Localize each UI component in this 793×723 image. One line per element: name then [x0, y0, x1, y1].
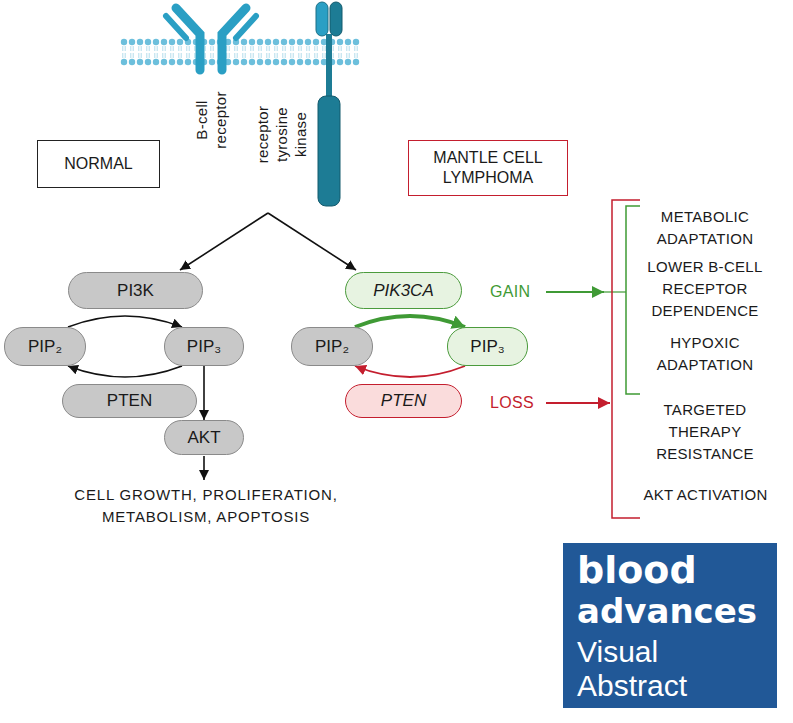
loss-arrow: [546, 402, 610, 404]
gene-node: PTEN: [345, 384, 462, 418]
green-bracket: [626, 206, 640, 394]
node-text: PIK3CA: [373, 281, 433, 301]
gain-label: GAIN: [490, 281, 544, 303]
node-text: PIP₂: [28, 337, 62, 357]
group-label-box: MANTLE CELL LYMPHOMA: [408, 140, 568, 196]
lipid-node: PIP₂: [4, 327, 86, 366]
pathway-split-arrow: [180, 213, 356, 270]
effect-label: LOWER B-CELL RECEPTOR DEPENDENCE: [640, 256, 770, 322]
cell-membrane: [121, 39, 359, 65]
b-cell-receptor: [166, 8, 256, 70]
reaction-arrow: [355, 366, 465, 377]
gain-arrow: [546, 292, 626, 293]
reaction-arrow: [355, 316, 465, 327]
node-text: PTEN: [107, 391, 152, 411]
lipid-node: PIP₂: [291, 327, 373, 366]
logo-text: Visual Abstract: [577, 635, 747, 703]
outcome-label: CELL GROWTH, PROLIFERATION, METABOLISM, …: [20, 484, 392, 528]
kinase-node: AKT: [164, 420, 244, 455]
node-text: MANTLE CELL LYMPHOMA: [417, 148, 559, 188]
receptor-tyrosine-kinase: [316, 2, 342, 206]
journal-logo: bloodadvancesVisual Abstract: [563, 543, 777, 708]
node-text: PTEN: [381, 391, 426, 411]
logo-text: blood: [577, 549, 697, 591]
node-text: NORMAL: [64, 155, 132, 173]
lipid-node: PIP₃: [447, 327, 528, 366]
effect-label: AKT ACTIVATION: [628, 484, 783, 506]
output-arrow: [203, 456, 205, 480]
effect-label: METABOLIC ADAPTATION: [640, 206, 770, 250]
gene-node: PIK3CA: [345, 272, 462, 309]
effect-label: TARGETED THERAPY RESISTANCE: [640, 399, 770, 465]
reaction-arrow: [203, 366, 205, 420]
node-text: AKT: [187, 428, 220, 448]
red-bracket: [612, 200, 640, 518]
group-label-box: NORMAL: [37, 140, 160, 188]
lipid-node: PIP₃: [164, 327, 244, 366]
reaction-arrow: [68, 366, 182, 377]
loss-label: LOSS: [490, 392, 544, 414]
node-text: PIP₂: [315, 337, 349, 357]
enzyme-node: PTEN: [62, 384, 197, 418]
reaction-arrow: [68, 316, 182, 327]
logo-text: advances: [577, 591, 757, 631]
receptor-label: B-cell receptor: [192, 81, 230, 159]
node-text: PIP₃: [470, 337, 504, 357]
enzyme-node: PI3K: [68, 272, 203, 309]
node-text: PI3K: [117, 281, 154, 301]
receptor-label: receptor tyrosine kinase: [253, 90, 310, 178]
node-text: PIP₃: [187, 337, 221, 357]
effect-label: HYPOXIC ADAPTATION: [640, 332, 770, 376]
